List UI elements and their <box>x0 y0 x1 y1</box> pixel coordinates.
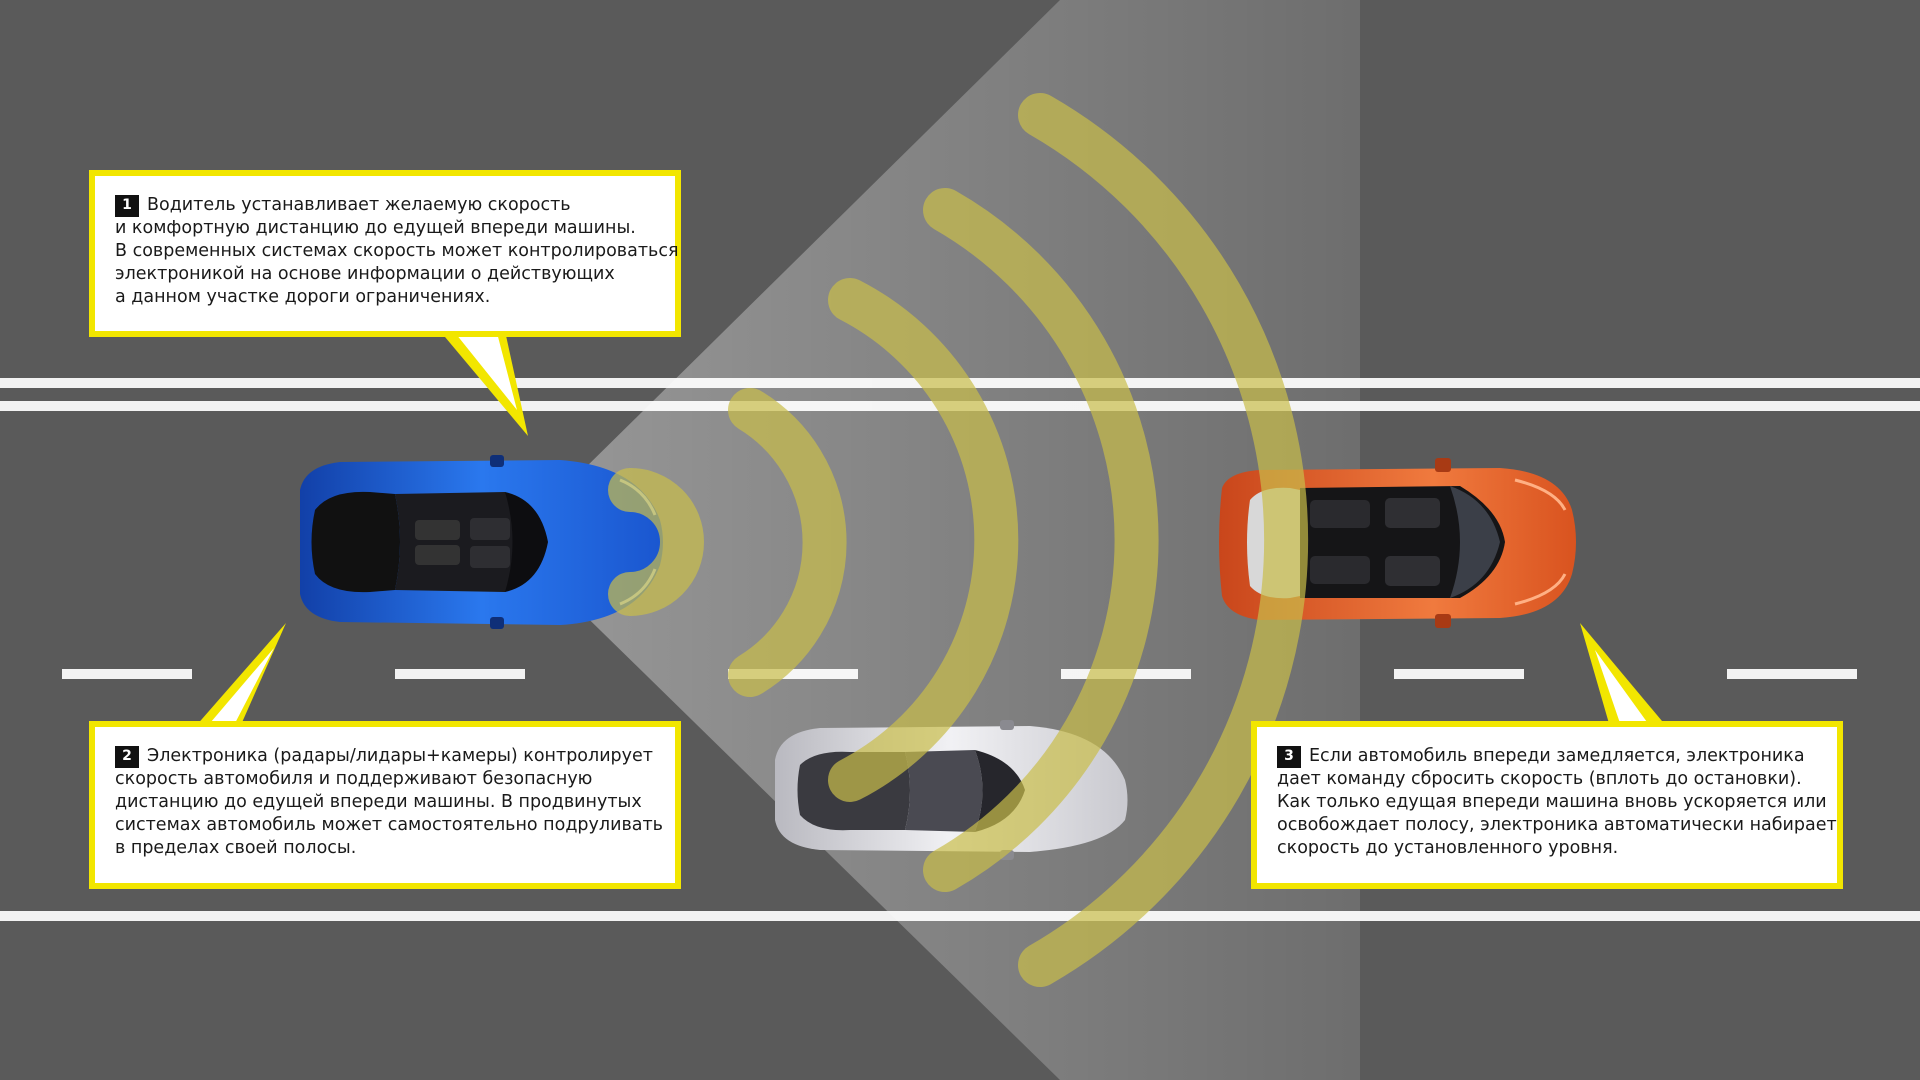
callout-1-line-2: и комфортную дистанцию до едущей впереди… <box>115 218 636 238</box>
sensor-beam <box>510 0 1360 1080</box>
callout-2-line-4: системах автомобиль может самостоятельно… <box>115 815 663 835</box>
dash-1 <box>62 669 192 679</box>
callout-2-number: 2 <box>115 746 139 768</box>
callout-2-line-5: в пределах своей полосы. <box>115 838 357 858</box>
radar-wave-5 <box>1018 93 1309 987</box>
radar-wave-2 <box>728 388 847 697</box>
pointer-1-fill <box>452 329 517 410</box>
callout-3-line-3: Как только едущая впереди машина вновь у… <box>1277 792 1827 812</box>
callout-3-line-5: скорость до установленного уровня. <box>1277 838 1619 858</box>
pointer-3-border <box>1580 623 1667 727</box>
pointer-2-fill <box>205 648 274 729</box>
dash-5 <box>1394 669 1524 679</box>
dash-6 <box>1727 669 1857 679</box>
callout-1-line-3: В современных системах скорость может ко… <box>115 241 679 261</box>
callout-2-line-3: дистанцию до едущей впереди машины. В пр… <box>115 792 642 812</box>
callout-pointers <box>195 329 1667 729</box>
radar-wave-4 <box>923 188 1159 892</box>
callout-1-line-4: электроникой на основе информации о дейс… <box>115 264 615 284</box>
callout-3-line-4: освобождает полосу, электроника автомати… <box>1277 815 1837 835</box>
callout-2-line-2: скорость автомобиля и поддерживают безоп… <box>115 769 593 789</box>
radar-wave-3 <box>828 278 1019 802</box>
callout-3-number: 3 <box>1277 746 1301 768</box>
callout-1-number: 1 <box>115 195 139 217</box>
dash-2 <box>395 669 525 679</box>
pointer-3-fill <box>1595 650 1652 729</box>
blue-car-icon <box>300 455 663 629</box>
callout-1-line-5: а данном участке дороги ограничениях. <box>115 287 491 307</box>
pointer-1-border <box>440 331 528 436</box>
radar-wave-1 <box>608 468 704 616</box>
callout-3-line-2: дает команду сбросить скорость (вплоть д… <box>1277 769 1802 789</box>
orange-car-icon <box>1219 458 1576 628</box>
radar-waves-icon <box>608 93 1309 987</box>
pointer-2-border <box>195 623 286 727</box>
